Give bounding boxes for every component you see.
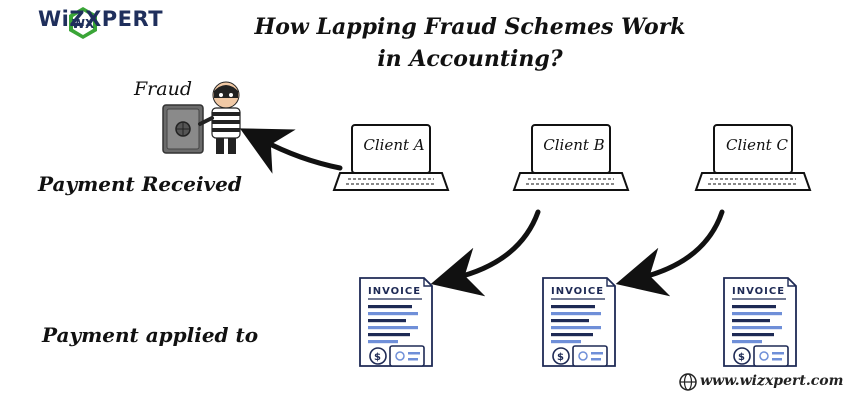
fraud-label: Fraud bbox=[134, 78, 192, 100]
dollar-sign: $ bbox=[374, 352, 382, 363]
page-title-line-1: How Lapping Fraud Schemes Work bbox=[254, 14, 686, 40]
banknote-portrait bbox=[395, 351, 405, 361]
coin-icon bbox=[733, 347, 751, 365]
payment-applied-label: Payment applied to bbox=[42, 323, 259, 347]
laptop-icon bbox=[694, 124, 812, 191]
laptop-icon bbox=[332, 124, 450, 191]
invoice-line bbox=[368, 305, 412, 309]
invoice-line bbox=[732, 312, 782, 316]
banknote-line bbox=[591, 352, 603, 355]
arrow-client-c-to-invoice-b bbox=[615, 209, 725, 297]
banknote-line bbox=[772, 352, 784, 355]
wizxpert-logo: WX bbox=[69, 7, 97, 39]
globe-icon bbox=[679, 373, 697, 391]
invoice-line bbox=[551, 340, 581, 344]
dollar-sign: $ bbox=[557, 352, 565, 363]
client-a-label: Client A bbox=[363, 136, 425, 154]
invoice-document-icon: INVOICE $ bbox=[542, 277, 616, 367]
svg-text:WX: WX bbox=[72, 17, 95, 31]
invoice-line bbox=[368, 312, 418, 316]
invoice-line bbox=[551, 319, 589, 323]
banknote-line bbox=[591, 358, 601, 361]
payment-received-label: Payment Received bbox=[38, 172, 242, 196]
invoice-line bbox=[551, 312, 601, 316]
coin-icon bbox=[369, 347, 387, 365]
invoice-line bbox=[732, 340, 762, 344]
invoice-line bbox=[551, 326, 601, 330]
arrow-client-a-to-fraud bbox=[239, 128, 343, 174]
page-title-line-2: in Accounting? bbox=[377, 46, 563, 72]
banknote-icon bbox=[753, 345, 789, 367]
banknote-icon bbox=[572, 345, 608, 367]
invoice-heading: INVOICE bbox=[732, 286, 785, 297]
dollar-sign: $ bbox=[738, 352, 746, 363]
invoice-line bbox=[368, 340, 398, 344]
client-b-label: Client B bbox=[543, 136, 605, 154]
laptop-icon bbox=[512, 124, 630, 191]
invoice-line bbox=[551, 305, 595, 309]
coin-icon bbox=[552, 347, 570, 365]
invoice-heading: INVOICE bbox=[551, 286, 604, 297]
invoice-heading: INVOICE bbox=[368, 286, 421, 297]
invoice-document-icon: INVOICE $ bbox=[723, 277, 797, 367]
banknote-portrait bbox=[759, 351, 769, 361]
banknote-line bbox=[408, 352, 420, 355]
thief-with-safe-icon bbox=[162, 81, 241, 154]
invoice-document-icon: INVOICE $ bbox=[359, 277, 433, 367]
banknote-line bbox=[772, 358, 782, 361]
arrow-client-b-to-invoice-a bbox=[430, 209, 541, 297]
invoice-line bbox=[732, 319, 770, 323]
website-url[interactable]: www.wizxpert.com bbox=[700, 373, 844, 389]
invoice-line bbox=[732, 326, 782, 330]
invoice-line bbox=[732, 305, 776, 309]
banknote-portrait bbox=[578, 351, 588, 361]
banknote-icon bbox=[389, 345, 425, 367]
invoice-line bbox=[368, 326, 418, 330]
invoice-line bbox=[732, 333, 774, 337]
invoice-line bbox=[551, 333, 593, 337]
invoice-line bbox=[368, 333, 410, 337]
client-c-label: Client C bbox=[726, 136, 788, 154]
logo-text: WiZXPERT bbox=[38, 7, 164, 31]
banknote-line bbox=[408, 358, 418, 361]
invoice-line bbox=[368, 319, 406, 323]
